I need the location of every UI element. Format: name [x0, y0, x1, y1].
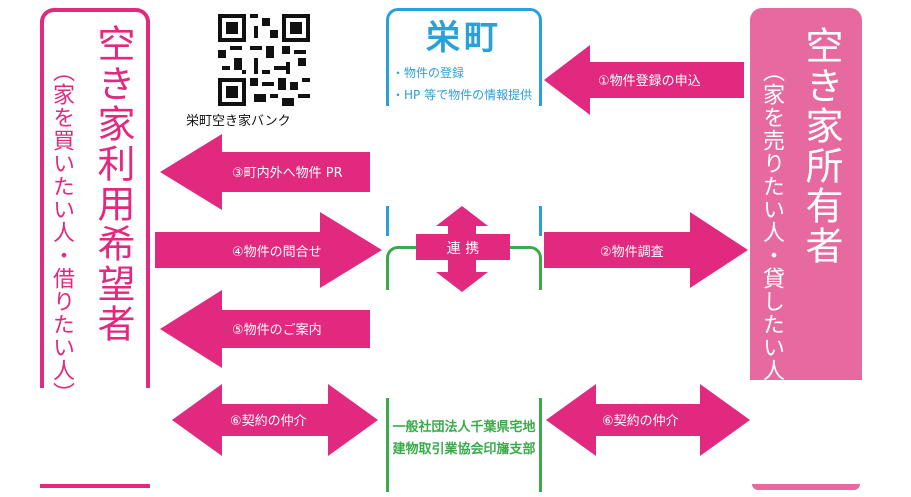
label-step-3: ③町内外へ物件 PR [232, 165, 343, 181]
label-step-2: ②物件調査 [600, 245, 664, 260]
label-step-4: ④物件の問合せ [232, 245, 322, 260]
city-box [386, 8, 542, 106]
arrow-step-4 [155, 212, 382, 288]
owner-title: 空き家所有者 [799, 26, 843, 266]
arrow-step-6-left [172, 384, 378, 456]
buyer-subtitle: （家を買いたい人・借りたい人） [49, 60, 74, 405]
city-line-1: ・物件の登録 [392, 66, 465, 80]
arrow-step-2 [544, 212, 748, 288]
label-step-1: ①物件登録の申込 [598, 74, 701, 89]
qr-code-icon [218, 14, 310, 106]
city-box-edge-left [386, 206, 389, 236]
label-step-6-left: ⑥契約の仲介 [230, 414, 307, 429]
association-box-gap [360, 290, 560, 398]
association-line-1: 一般社団法人千葉県宅地 [392, 420, 536, 435]
arrow-step-1 [544, 45, 744, 115]
buyer-box [40, 8, 150, 388]
city-line-2: ・HP 等で物件の情報提供 [392, 88, 533, 102]
arrow-step-3 [160, 134, 370, 210]
owner-box-bottom [752, 484, 860, 490]
label-step-5: ⑤物件のご案内 [232, 322, 322, 338]
label-step-6-right: ⑥契約の仲介 [602, 414, 679, 429]
arrow-step-5 [160, 290, 370, 368]
owner-box [750, 8, 862, 380]
city-box-edge-right [539, 206, 542, 236]
city-name: 栄町 [426, 18, 502, 58]
cooperation-band [416, 234, 510, 260]
association-line-2: 建物取引業協会印旛支部 [392, 442, 536, 457]
qr-label: 栄町空き家バンク [186, 114, 291, 129]
owner-subtitle: （家を売りたい人・貸したい人） [759, 60, 784, 405]
arrow-step-6-right [546, 384, 750, 456]
buyer-title: 空き家利用希望者 [91, 24, 135, 344]
cooperation-label: 連 携 [447, 241, 479, 257]
buyer-box-bottom [40, 484, 150, 488]
